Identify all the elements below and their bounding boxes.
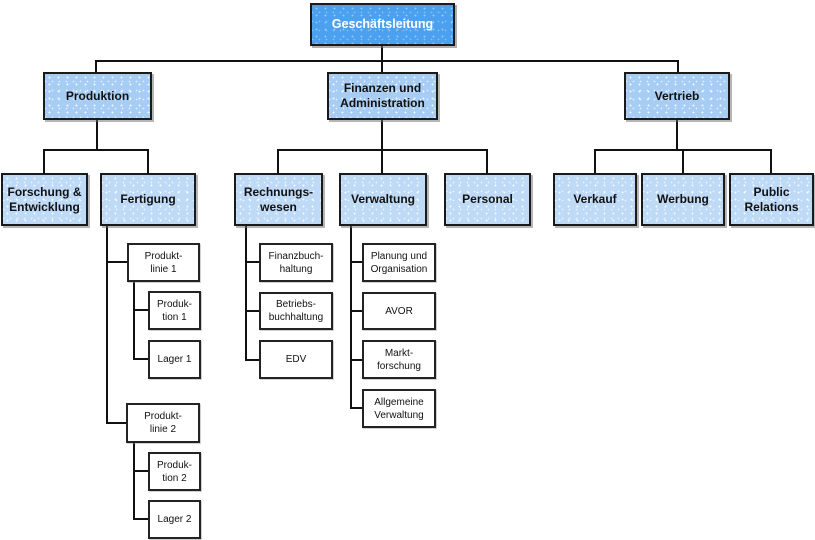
connector [350,226,352,409]
node-public-relations: Public Relations [729,173,814,226]
connector [133,358,149,360]
connector [677,60,679,72]
node-produktlinie-2: Produkt- linie 2 [126,403,200,443]
connector [96,120,98,151]
node-werbung: Werbung [641,173,725,226]
node-verkauf: Verkauf [553,173,637,226]
node-produktlinie-1: Produkt- linie 1 [127,243,200,282]
node-verwaltung: Verwaltung [339,173,427,226]
node-produktion-2: Produk- tion 2 [148,452,201,491]
connector [350,407,363,409]
connector [594,149,596,173]
connector [245,226,247,361]
connector [245,359,260,361]
connector [245,310,260,312]
connector [95,60,679,62]
connector [486,149,488,173]
node-finanzen-und-administration: Finanzen und Administration [327,72,438,120]
connector [106,226,108,424]
connector [350,261,363,263]
connector [770,149,772,173]
node-produktion-1: Produk- tion 1 [148,291,201,330]
connector [95,60,97,72]
connector [147,149,149,173]
connector [43,149,45,173]
connector [133,309,149,311]
node-forschung-entwicklung: Forschung & Entwicklung [1,173,88,226]
connector [277,149,279,173]
node-planung-organisation: Planung und Organisation [362,243,436,282]
connector [277,149,488,151]
node-lager-1: Lager 1 [148,340,201,379]
node-lager-2: Lager 2 [148,500,201,539]
node-avor: AVOR [362,292,436,330]
connector [682,149,684,173]
connector [133,282,135,360]
node-personal: Personal [444,173,531,226]
connector [245,261,260,263]
connector [106,422,127,424]
node-geschaeftsleitung: Geschäftsleitung [310,3,455,46]
connector [133,518,149,520]
connector [676,120,678,151]
connector [350,359,363,361]
node-rechnungswesen: Rechnungs- wesen [234,173,323,226]
node-marktforschung: Markt- forschung [362,340,436,379]
connector [43,149,149,151]
node-finanzbuchhaltung: Finanzbuch- haltung [259,243,333,282]
connector [133,443,135,520]
node-edv: EDV [259,340,333,379]
node-allgemeine-verwaltung: Allgemeine Verwaltung [362,389,436,428]
connector [133,470,149,472]
node-produktion: Produktion [43,72,152,120]
node-fertigung: Fertigung [100,173,196,226]
node-betriebsbuchhaltung: Betriebs- buchhaltung [259,292,333,330]
connector [381,120,383,173]
node-vertrieb: Vertrieb [624,72,730,120]
connector [350,310,363,312]
connector [106,261,128,263]
